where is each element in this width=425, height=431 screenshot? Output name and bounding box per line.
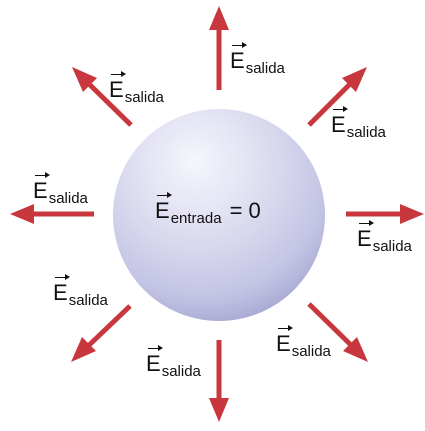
field-subscript: salida <box>347 124 386 141</box>
field-label-bottom: Esalida <box>146 353 201 375</box>
field-arrow-down-left <box>71 306 130 362</box>
field-label-top-right: Esalida <box>331 114 386 136</box>
field-symbol: E <box>331 114 346 136</box>
field-subscript: salida <box>292 343 331 360</box>
field-symbol: E <box>276 333 291 355</box>
field-label-bottom-left: Esalida <box>53 282 108 304</box>
field-symbol: E <box>146 353 161 375</box>
field-symbol: E <box>53 282 68 304</box>
field-symbol: E <box>357 228 372 250</box>
field-subscript: salida <box>162 363 201 380</box>
field-symbol: E <box>109 79 124 101</box>
field-arrow-up <box>209 6 229 90</box>
field-label-right: Esalida <box>357 228 412 250</box>
field-arrow-left <box>10 204 94 224</box>
field-arrow-right <box>346 204 424 224</box>
field-symbol: E <box>33 180 48 202</box>
field-label-bottom-right: Esalida <box>276 333 331 355</box>
field-label-top: Esalida <box>230 50 285 72</box>
field-symbol: E <box>230 50 245 72</box>
field-subscript: salida <box>373 238 412 255</box>
field-relation: = 0 <box>230 198 261 223</box>
field-subscript: salida <box>125 89 164 106</box>
field-subscript-inside: entrada <box>171 210 222 227</box>
field-label-left: Esalida <box>33 180 88 202</box>
field-symbol: E <box>155 200 170 222</box>
field-label-inside: Eentrada= 0 <box>155 200 261 222</box>
field-label-top-left: Esalida <box>109 79 164 101</box>
field-subscript: salida <box>69 292 108 309</box>
field-subscript: salida <box>246 60 285 77</box>
field-subscript: salida <box>49 190 88 207</box>
field-arrow-down <box>209 340 229 422</box>
